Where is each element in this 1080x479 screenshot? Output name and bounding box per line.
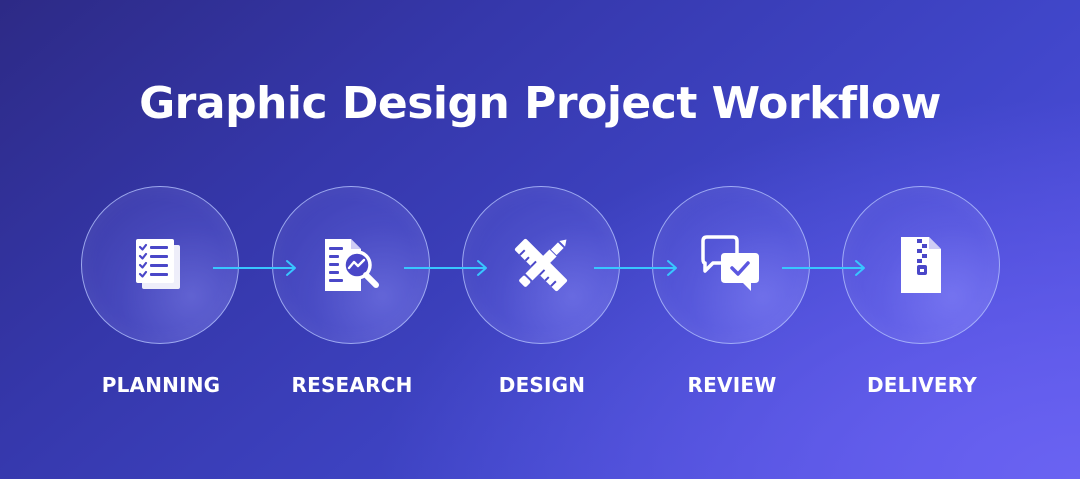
chat-check-icon [701, 235, 761, 295]
step-circle [272, 186, 430, 344]
step-label-research: RESEARCH [291, 373, 413, 397]
step-label-delivery: DELIVERY [867, 373, 977, 397]
step-circle [81, 186, 239, 344]
arrow-research-to-design [404, 258, 490, 278]
step-label-planning: PLANNING [101, 373, 221, 397]
checklist-icon [130, 235, 190, 295]
zip-file-icon [891, 235, 951, 295]
step-label-design: DESIGN [498, 373, 586, 397]
step-circle [462, 186, 620, 344]
step-design: DESIGN [462, 186, 622, 416]
page-title: Graphic Design Project Workflow [139, 78, 941, 129]
step-planning: PLANNING [81, 186, 241, 416]
step-label-review: REVIEW [687, 373, 777, 397]
arrow-review-to-delivery [782, 258, 868, 278]
arrow-planning-to-research [213, 258, 299, 278]
step-review: REVIEW [652, 186, 812, 416]
document-search-icon [321, 235, 381, 295]
step-research: RESEARCH [272, 186, 432, 416]
arrow-design-to-review [594, 258, 680, 278]
step-delivery: DELIVERY [842, 186, 1002, 416]
pencil-ruler-icon [511, 235, 571, 295]
step-circle [652, 186, 810, 344]
step-circle [842, 186, 1000, 344]
